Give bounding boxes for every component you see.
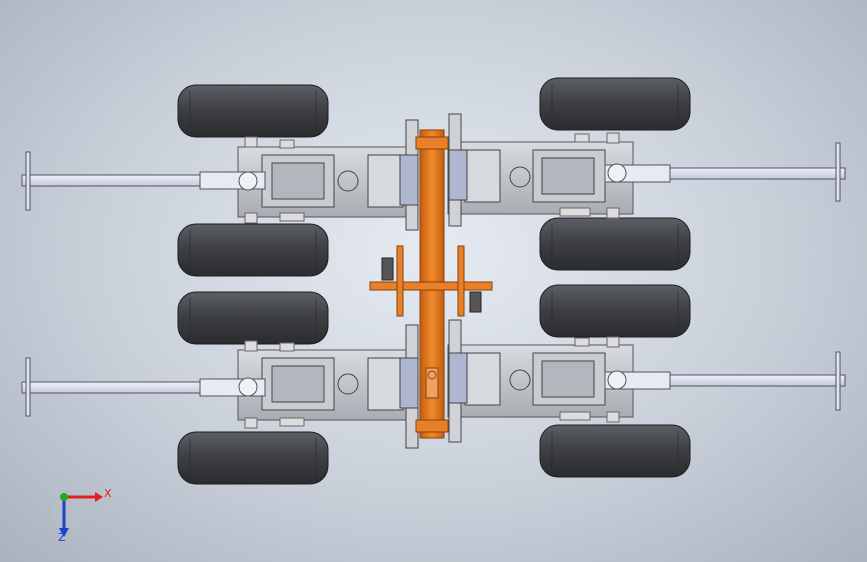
tires — [177, 77, 691, 485]
z-axis-label: Z — [58, 531, 66, 544]
coordinate-triad: X Z — [50, 487, 112, 544]
center-beam[interactable] — [369, 129, 493, 439]
cross-bar[interactable] — [369, 281, 493, 291]
tire-top-right-inner[interactable] — [539, 217, 691, 271]
tire-top-left-inner[interactable] — [177, 223, 329, 277]
vertical-posts — [399, 113, 468, 449]
tire-top-left-outer[interactable] — [177, 84, 329, 138]
tire-bottom-right-inner[interactable] — [539, 284, 691, 338]
tire-top-right-outer[interactable] — [539, 77, 691, 131]
y-axis-dot — [60, 493, 68, 501]
top-crawler-module[interactable] — [237, 132, 634, 224]
outrigger-arms[interactable] — [21, 142, 846, 417]
tire-bottom-left-inner[interactable] — [177, 291, 329, 345]
tire-bottom-left-outer[interactable] — [177, 431, 329, 485]
bottom-crawler-module[interactable] — [237, 336, 634, 429]
tire-bottom-right-outer[interactable] — [539, 424, 691, 478]
x-axis-label: X — [104, 487, 112, 500]
